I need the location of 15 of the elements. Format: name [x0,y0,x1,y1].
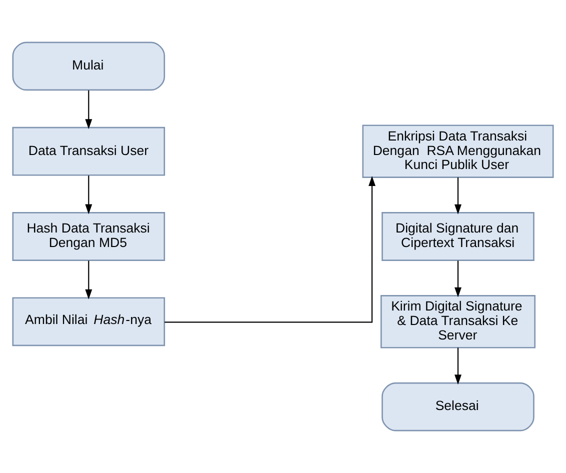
arrow [85,90,92,130]
node-box: Data Transaksi User [12,126,166,176]
node-box: Enkripsi Data Transaksi Dengan RSA Menggunakan Kunci Publik User [362,124,554,178]
node-box: Ambil Nilai Hash-nya [12,297,166,346]
arrow [85,176,92,214]
arrow [85,260,92,300]
node-box: Selesai [382,382,534,432]
arrow [454,260,462,298]
node-box: Digital Signature dan Cipertext Transaksi [382,212,534,261]
arrow [164,176,376,323]
arrow [454,348,462,385]
node-box: Mulai [12,42,166,91]
node-box: Kirim Digital Signature & Data Transaksi Ke Server [380,295,536,348]
node-box: Hash Data Transaksi Dengan MD5 [12,212,166,261]
arrow [454,177,462,214]
